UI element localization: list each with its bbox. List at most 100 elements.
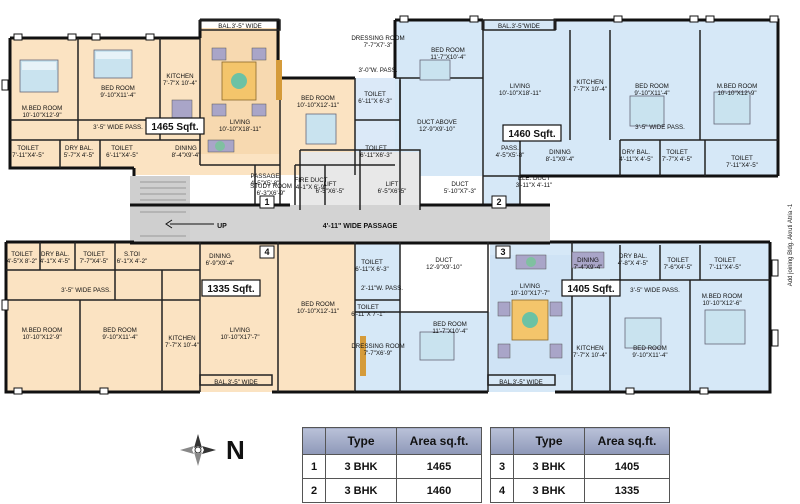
room-size: 7'-7"X6'-9" <box>364 350 393 357</box>
room-name: DRESSING ROOM <box>351 343 404 350</box>
core-wpass2-label: 2'-11"W. PASS. <box>361 285 403 292</box>
room-name: STUDY ROOM <box>250 183 292 190</box>
room-size: 7'-11"X4'-5" <box>726 162 758 169</box>
flat-3-duct <box>400 242 490 312</box>
room-size: 5'-7"X 4'-5" <box>64 152 95 159</box>
room-size: 6'-1"X 4'-2" <box>117 258 148 265</box>
core-wpass-label: 3'-0"W. PASS. <box>358 67 397 74</box>
table-header-area: Area sq.ft. <box>396 427 482 455</box>
room-size: 10'-10"X12'-11" <box>297 308 339 315</box>
room-size: 11'-7"X10'-4" <box>430 54 465 61</box>
stair-up-label: UP <box>217 223 227 230</box>
table-cell-num: 4 <box>490 478 514 503</box>
room-name: M.BED ROOM <box>22 105 63 112</box>
room-size: 7'-7"X 10'-4" <box>163 80 197 87</box>
room-name: DRY BAL. <box>41 251 69 258</box>
room-size: 9'-10"X11'-4" <box>632 352 667 359</box>
unit-number-1: 1 <box>264 197 269 207</box>
room-size: 7'-7"X4'-5" <box>80 258 109 265</box>
table-cell-area: 1405 <box>584 454 670 479</box>
table-header-type: Type <box>513 427 585 455</box>
unit-number-markers <box>259 195 511 259</box>
room-name: FIRE DUCT <box>295 177 328 184</box>
flat-4-pass-label: 3'-5" WIDE PASS. <box>61 287 111 294</box>
stair-arrow <box>165 219 214 229</box>
room-size: 7'-11"X4'-5" <box>12 152 44 159</box>
room-size: 6'-9"X9'-4" <box>206 260 235 267</box>
room-size: 6'-3"X6'-9" <box>257 190 286 197</box>
room-name: DINING <box>209 253 231 260</box>
room-size: 10'-10"X12'-11" <box>297 102 339 109</box>
room-name: DRY BAL. <box>619 253 647 260</box>
room-size: 4'-5"X5'-8" <box>496 152 525 159</box>
room-name: DINING <box>175 145 197 152</box>
stair-treads <box>140 181 186 237</box>
room-name: S.TOI <box>124 251 140 258</box>
flat-4-balcony <box>199 374 273 386</box>
room-size: 10'-10"X17'-7" <box>220 334 259 341</box>
room-name: BED ROOM <box>103 327 137 334</box>
room-size: 10'-10"X12'-9" <box>22 334 61 341</box>
flat-1-pass-label: 3'-5" WIDE PASS. <box>93 124 143 131</box>
table-cell-num: 2 <box>302 478 326 503</box>
room-size: 4'-8"X 4'-5" <box>618 260 649 267</box>
table-header-type: Type <box>325 427 397 455</box>
room-name: LIFT <box>386 181 399 188</box>
room-name: M.BED ROOM <box>22 327 63 334</box>
flat2-room-label: DRY BAL.4'-11"X 4'-5" <box>619 149 652 163</box>
room-size: 7'-7"X 10'-4" <box>165 342 199 349</box>
compass-icon <box>180 434 216 466</box>
table-header-area: Area sq.ft. <box>584 427 670 455</box>
table-cell-type: 3 BHK <box>325 454 397 479</box>
room-size: 7'-7"X 10'-4" <box>573 352 607 359</box>
room-size: 9'-10"X11'-4" <box>100 92 135 99</box>
flat1-room-label: DRY BAL.5'-7"X 4'-5" <box>64 145 95 159</box>
room-name: DUCT <box>451 181 468 188</box>
furniture-flat-3 <box>360 251 746 376</box>
table-cell-type: 3 BHK <box>513 478 585 503</box>
table-row: 2 3 BHK 1460 <box>302 478 482 503</box>
room-name: BED ROOM <box>433 321 467 328</box>
room-name: DRY BAL. <box>622 149 650 156</box>
room-name: TOILET <box>111 145 133 152</box>
room-name: M.BED ROOM <box>702 293 743 300</box>
room-size: 8'-1"X9'-4" <box>546 156 575 163</box>
room-name: BED ROOM <box>301 301 335 308</box>
room-name: DRY BAL. <box>65 145 93 152</box>
room-name: TOILET <box>17 145 39 152</box>
room-name: DUCT ABOVE <box>417 119 457 126</box>
room-size: 4'-1"X 4'-5" <box>40 258 71 265</box>
room-size: 11'-7"X10'-4" <box>432 328 467 335</box>
room-name: LIVING <box>510 83 530 90</box>
flat-4-balcony-label: BAL.3'-5" WIDE <box>214 379 258 386</box>
room-name: TOILET <box>731 155 753 162</box>
room-name: KITCHEN <box>576 79 603 86</box>
room-size: 12'-9"X9'-10" <box>426 264 462 271</box>
side-note: Add joining Bldg. Akruti Atria -1 <box>788 203 794 286</box>
room-size: 5'-10"X7'-3" <box>444 188 476 195</box>
table-cell-area: 1335 <box>584 478 670 503</box>
room-size: 6'-11"X 7'-1" <box>351 311 384 318</box>
corridor-label: 4'-11" WIDE PASSAGE <box>323 223 398 230</box>
